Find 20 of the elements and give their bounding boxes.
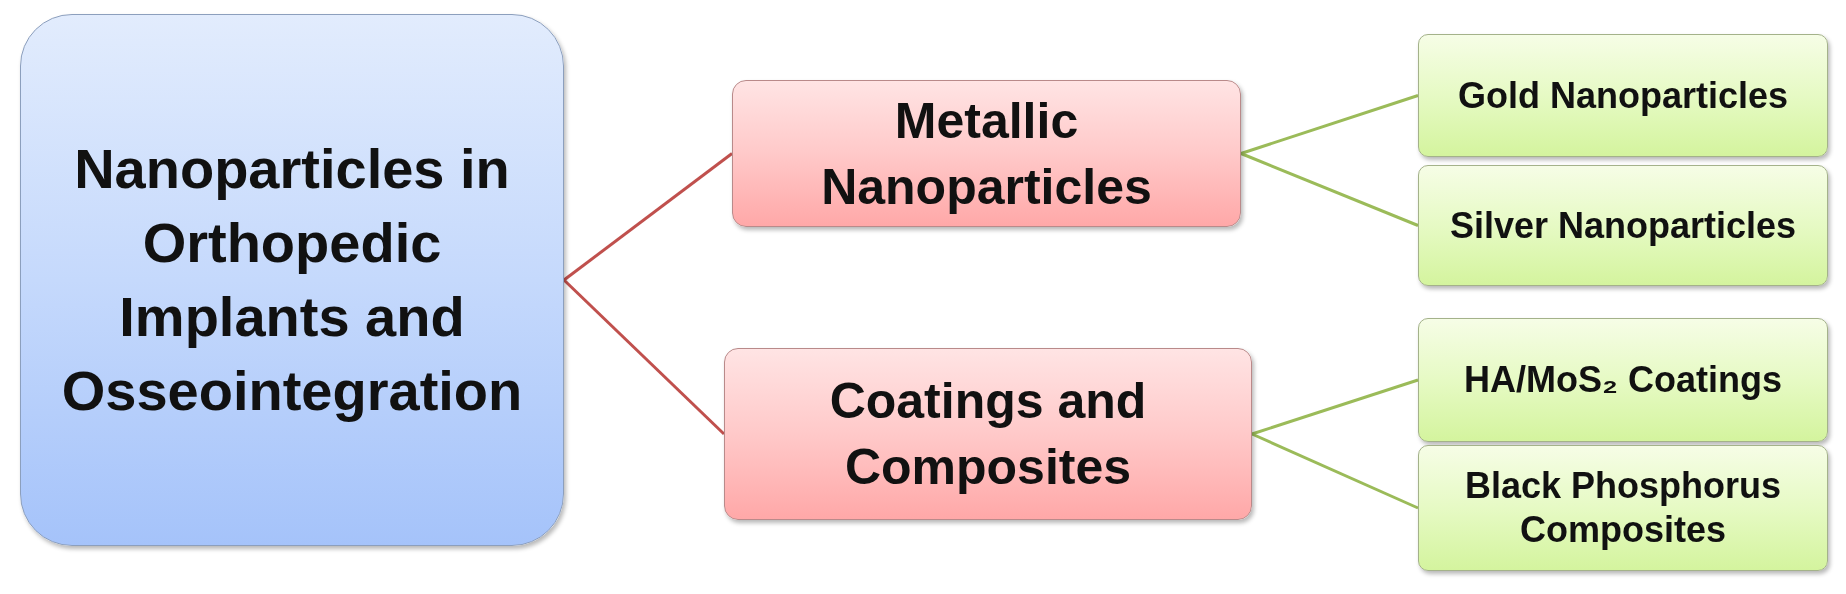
node-text: Black Phosphorus Composites bbox=[1463, 464, 1783, 552]
subtopic-box bbox=[1418, 165, 1828, 286]
node-text: Metallic Nanoparticles bbox=[820, 91, 1153, 217]
connector-line bbox=[1240, 94, 1419, 155]
node-text: HA/MoS₂ Coatings bbox=[1464, 358, 1782, 402]
connector-line bbox=[1240, 152, 1419, 227]
node-text: Silver Nanoparticles bbox=[1449, 203, 1797, 248]
connector-line bbox=[562, 278, 726, 436]
subtopic-box bbox=[1418, 34, 1828, 157]
connector-line bbox=[563, 152, 733, 282]
connector-line bbox=[1251, 432, 1419, 510]
topic-box bbox=[20, 14, 564, 546]
node-text: Gold Nanoparticles bbox=[1457, 73, 1789, 118]
node-text: Nanoparticles in Orthopedic Implants and Osseointegration bbox=[60, 136, 524, 424]
category-box bbox=[732, 80, 1241, 227]
category-box bbox=[724, 348, 1252, 520]
connector-line bbox=[1251, 378, 1419, 436]
node-text: Coatings and Composites bbox=[828, 372, 1148, 497]
subtopic-box bbox=[1418, 445, 1828, 571]
subtopic-box bbox=[1418, 318, 1828, 442]
